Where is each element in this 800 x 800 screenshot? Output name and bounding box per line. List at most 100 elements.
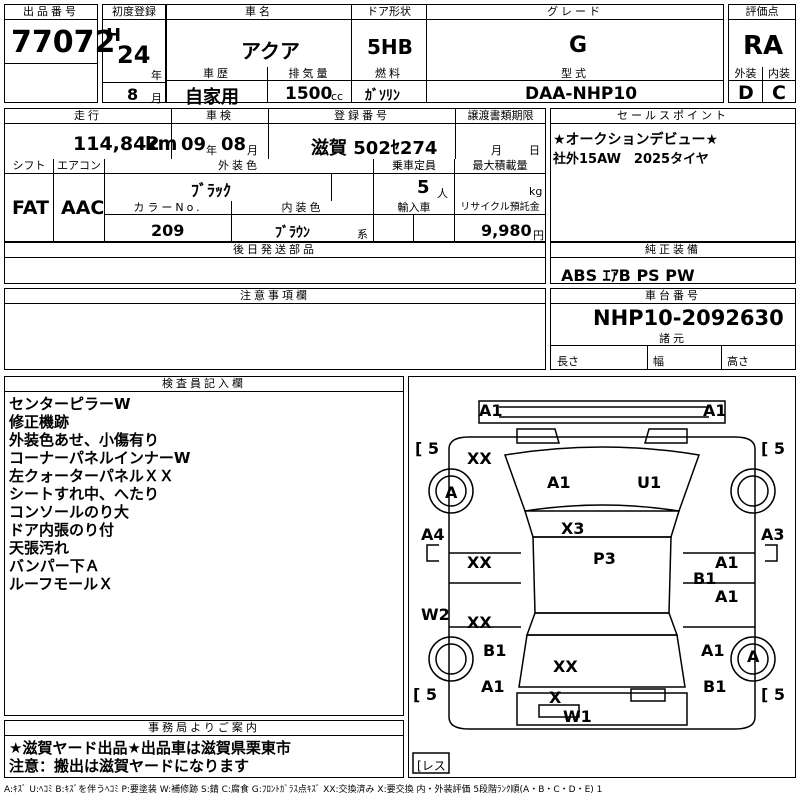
inspector-line: ルーフモールＸ <box>9 575 114 593</box>
later-parts-box: 後日発送部品 <box>4 242 546 284</box>
sales-point-label: セールスポイント <box>551 109 795 124</box>
chassis-value: NHP10-2092630 <box>593 306 784 330</box>
chassis-label: 車台番号 <box>551 289 795 304</box>
capacity-unit: 人 <box>437 187 448 200</box>
score-label: 評価点 <box>729 5 795 20</box>
mileage-unit: km <box>145 133 178 155</box>
inspector-line: 外装色あせ、小傷有り <box>9 431 160 449</box>
plate-value: 滋賀 502ｾ274 <box>311 138 438 159</box>
transfer-label: 譲渡書類期限 <box>456 109 545 124</box>
model-value: DAA-NHP10 <box>525 84 638 104</box>
later-parts-label: 後日発送部品 <box>5 243 545 258</box>
capacity-value: 5 <box>417 177 430 198</box>
recycle-unit: 円 <box>533 229 544 242</box>
ac-value: AAC <box>61 197 105 219</box>
inspector-line: コンソールのり大 <box>9 503 130 521</box>
tire-rear-left: [ 5 <box>413 685 438 704</box>
shift-label: シフト <box>5 159 53 174</box>
inspector-line: シートすれ中、へたり <box>9 485 160 503</box>
inspector-line: バンパー下Ａ <box>9 557 100 575</box>
ac-label: エアコン <box>54 159 104 174</box>
mileage-label: 走行 <box>5 109 171 124</box>
sales-point-line1: ★オークションデビュー★ <box>553 132 719 148</box>
capacity-label: 乗車定員 <box>374 159 454 174</box>
registration-month: 8 <box>127 85 139 104</box>
year-unit: 年 <box>151 69 162 82</box>
inspector-line: 修正機跡 <box>9 413 70 431</box>
sales-point-line2: 社外15AW 2025タイヤ <box>553 152 709 167</box>
mark-a1-hood: A1 <box>547 473 571 492</box>
car-diagram-box: [ 5 [ 5 [ 5 [ 5 [レス A1 A1 XX A A1 U1 X3 … <box>408 376 796 778</box>
inspection-year: 09 <box>181 134 207 155</box>
exterior-grade: D <box>738 82 754 104</box>
era: H <box>106 25 122 46</box>
inspector-notes-box: 検査員記入欄 センターピラーW 修正機跡 外装色あせ、小傷有り コーナーパネルイ… <box>4 376 404 716</box>
mark-a1-door-rear-right: A1 <box>715 587 739 606</box>
equipment-value: ABS ｴｱB PS PW <box>561 266 695 285</box>
mark-w2: W2 <box>421 605 450 624</box>
mark-a1-door-front-right: A1 <box>715 553 739 572</box>
lot-number: 77072 <box>11 25 116 60</box>
inspector-line: センターピラーW <box>9 395 131 413</box>
mark-x3: X3 <box>561 519 585 538</box>
inspector-lines: センターピラーW 修正機跡 外装色あせ、小傷有り コーナーパネルインナーW 左ク… <box>9 395 190 593</box>
car-name-label: 車名 <box>167 5 351 20</box>
plate-label: 登録番号 <box>269 109 455 124</box>
equipment-box: 純正装備 ABS ｴｱB PS PW <box>550 242 796 285</box>
spare-tire-label: [レス <box>417 759 446 773</box>
mark-a3: A3 <box>761 525 785 544</box>
mark-xx-door-front-left: XX <box>467 553 492 572</box>
exterior-label: 外装 <box>729 67 762 81</box>
mark-xx-front-left: XX <box>467 449 492 468</box>
sales-point-box: セールスポイント ★オークションデビュー★ 社外15AW 2025タイヤ <box>550 108 796 242</box>
mark-b1-rear-right: B1 <box>703 677 727 696</box>
interior-color-unit: 系 <box>357 228 368 241</box>
caution-box: 注意事項欄 <box>4 288 546 370</box>
inspection-month-unit: 月 <box>247 144 258 157</box>
inspection-year-unit: 年 <box>206 144 217 157</box>
load-unit: kg <box>529 185 543 198</box>
tire-rear-right: [ 5 <box>761 685 786 704</box>
displacement-value: 1500 <box>285 84 333 104</box>
mark-a1-rear-left: A1 <box>481 677 505 696</box>
legend: A:ｷｽﾞ U:ﾍｺﾐ B:ｷｽﾞを伴うﾍｺﾐ P:要塗装 W:補修跡 S:錆 … <box>4 785 603 795</box>
color-no-label: カラーNo. <box>105 201 231 215</box>
car-name: アクア <box>241 39 300 63</box>
equipment-label: 純正装備 <box>551 243 795 258</box>
inspector-label: 検査員記入欄 <box>5 377 403 392</box>
chassis-box: 車台番号 NHP10-2092630 諸元 長さ 幅 高さ <box>550 288 796 370</box>
fuel-label: 燃料 <box>352 67 426 81</box>
inspector-line: 左クォーターパネルＸＸ <box>9 467 174 485</box>
length-label: 長さ <box>557 355 579 368</box>
interior-label: 内装 <box>763 67 795 81</box>
mark-p3: P3 <box>593 549 616 568</box>
inspector-line: 天張汚れ <box>9 539 70 557</box>
office-line1: ★滋賀ヤード出品★出品車は滋賀県栗東市 <box>9 739 291 757</box>
door-type: 5HB <box>367 35 413 59</box>
mark-a4: A4 <box>421 525 445 544</box>
first-registration-box: 初度登録 H 24 年 8 月 <box>102 4 166 105</box>
specs-label: 諸元 <box>551 332 795 346</box>
registration-year: 24 <box>117 41 151 69</box>
mark-a-wheel-front-left: A <box>445 483 458 502</box>
car-info-box: 車名 ドア形状 グレード アクア 5HB G 車歴 排気量 燃料 型式 自家用 … <box>166 4 724 108</box>
mark-u1-hood: U1 <box>637 473 662 492</box>
transfer-month-unit: 月 <box>491 144 502 157</box>
displacement-unit: cc <box>331 90 344 103</box>
score-box: 評価点 RA 外装 内装 D C <box>728 4 796 104</box>
mark-w1: W1 <box>563 707 592 726</box>
mark-a-wheel-rear-right: A <box>747 647 760 666</box>
interior-color-label: 内装色 <box>232 201 373 215</box>
transfer-day-unit: 日 <box>529 144 540 157</box>
inspector-line: ドア内張のり付 <box>9 521 115 539</box>
recycle-value: 9,980 <box>481 221 532 240</box>
office-notice-box: 事務局よりご案内 ★滋賀ヤード出品★出品車は滋賀県栗東市 注意：搬出は滋賀ヤード… <box>4 720 404 778</box>
color-value: ﾌﾞﾗｯｸ <box>191 181 232 200</box>
model-label: 型式 <box>427 67 723 81</box>
vehicle-details-box: 走行 車検 登録番号 譲渡書類期限 114,842 km 09 年 08 月 滋… <box>4 108 546 242</box>
mark-a1-front-left: A1 <box>479 401 503 420</box>
tire-front-right: [ 5 <box>761 439 786 458</box>
history-label: 車歴 <box>167 67 267 81</box>
load-label: 最大積載量 <box>455 159 545 174</box>
mark-xx-door-rear-left: XX <box>467 613 492 632</box>
